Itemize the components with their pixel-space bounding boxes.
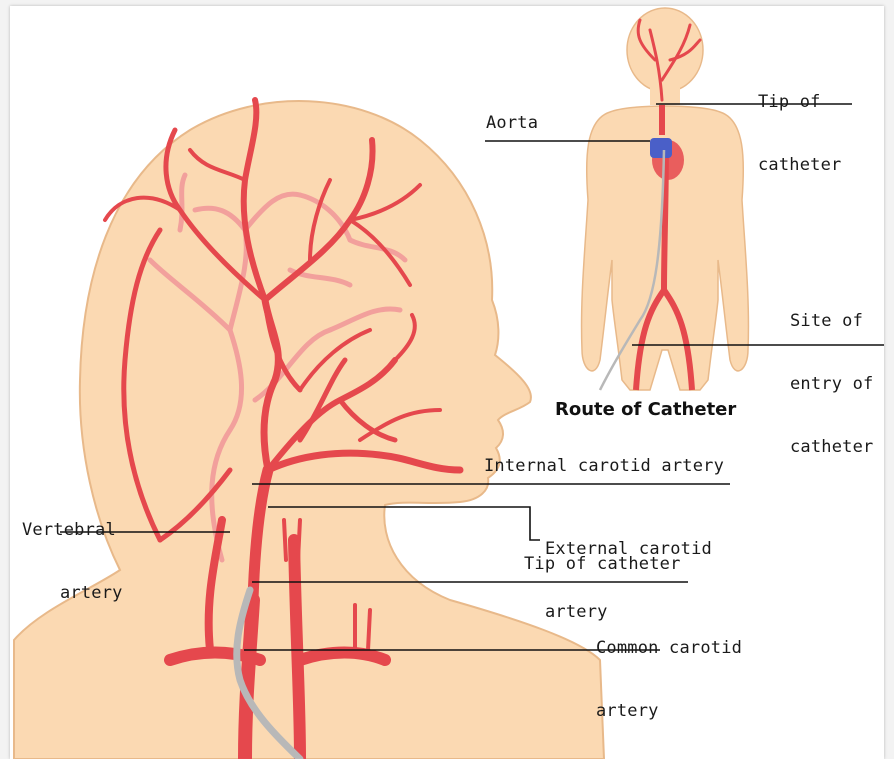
caption-route-of-catheter: Route of Catheter (555, 399, 736, 420)
label-common-carotid: Common carotid artery (596, 596, 742, 743)
label-tip-of-catheter-top: Tip of catheter (758, 50, 841, 197)
label-line: artery (22, 583, 123, 604)
label-line: entry of (790, 374, 873, 395)
label-line: Vertebral (22, 520, 123, 541)
label-site-of-entry: Site of entry of catheter (790, 269, 873, 479)
label-vertebral-artery: Vertebral artery (22, 478, 123, 625)
label-aorta: Aorta (486, 113, 538, 134)
label-tip-of-catheter-bottom: Tip of catheter (524, 554, 681, 575)
label-line: Tip of (758, 92, 841, 113)
label-internal-carotid: Internal carotid artery (484, 456, 724, 477)
label-line: catheter (758, 155, 841, 176)
label-line: catheter (790, 437, 873, 458)
body-figure (582, 8, 749, 390)
label-line: artery (596, 701, 742, 722)
label-line: Common carotid (596, 638, 742, 659)
label-line: Site of (790, 311, 873, 332)
